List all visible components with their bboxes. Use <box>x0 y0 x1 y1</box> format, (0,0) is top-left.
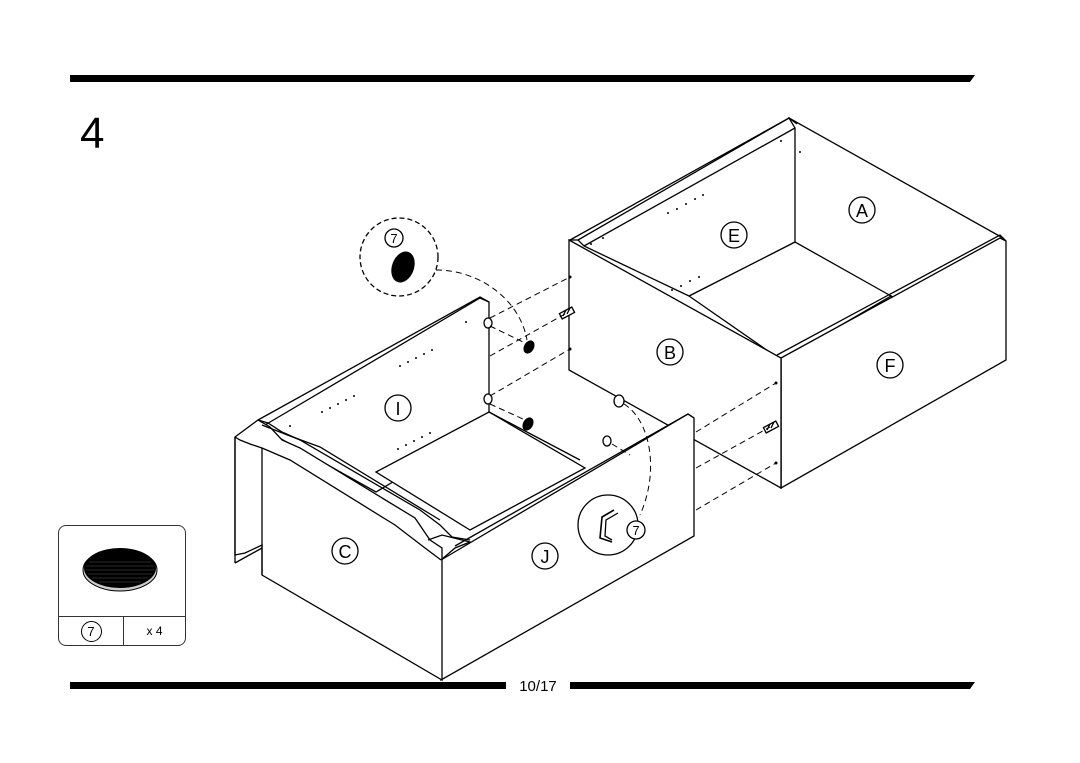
drawer <box>234 296 695 682</box>
part-label-circles <box>331 196 904 570</box>
assembly-guides <box>435 269 777 516</box>
hardware-id-cell: 7 <box>59 617 124 645</box>
part-label-i: I <box>395 399 400 419</box>
hardware-callout-mid <box>577 494 646 556</box>
cam-lock-cover-icon <box>82 548 158 592</box>
drawer-bottom <box>374 411 587 531</box>
hardware-legend-row: 7 x 4 <box>59 616 185 645</box>
cam-lock-hole <box>483 317 625 447</box>
part-label-f: F <box>885 356 896 376</box>
part-label-a: A <box>856 201 868 221</box>
cabinet-box <box>558 116 1007 490</box>
hardware-legend: 7 x 4 <box>58 525 186 646</box>
cam-bolt-2 <box>762 420 780 434</box>
hardware-callout-top-label: 7 <box>390 231 397 246</box>
cam-lock-cover <box>522 340 535 431</box>
hardware-quantity: x 4 <box>146 624 163 638</box>
step-number: 4 <box>80 109 105 158</box>
hardware-callout-top <box>359 217 439 297</box>
part-label-b: B <box>664 343 676 363</box>
page-number: 10/17 <box>506 677 570 697</box>
part-label-j: J <box>541 547 550 567</box>
part-label-e: E <box>728 226 740 246</box>
hardware-callout-mid-label: 7 <box>632 523 639 538</box>
hardware-id: 7 <box>80 620 102 642</box>
part-label-c: C <box>339 542 352 562</box>
